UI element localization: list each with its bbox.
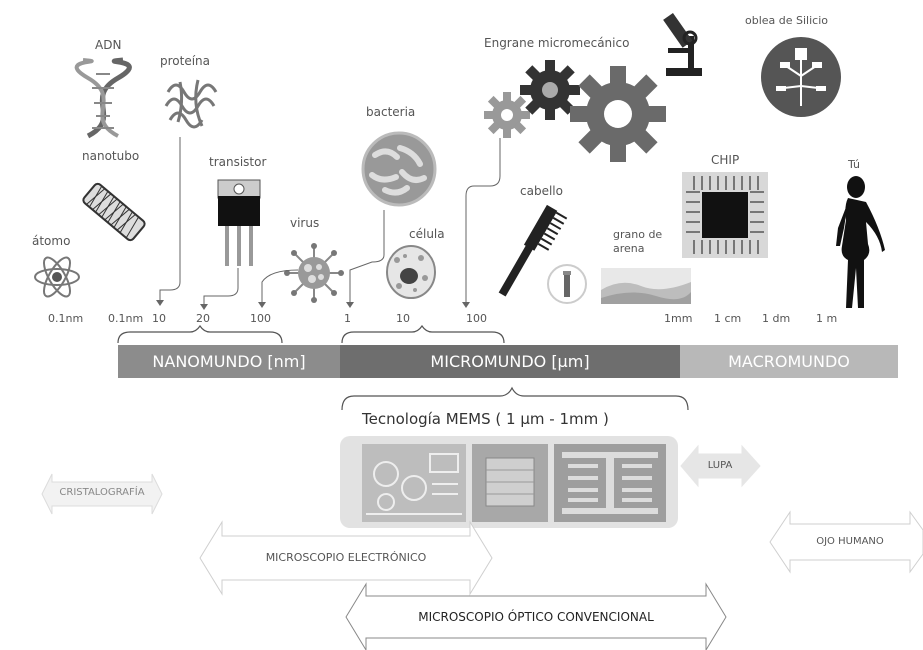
cell-icon <box>386 245 436 299</box>
dna-icon <box>74 57 132 139</box>
label-virus: virus <box>290 216 320 230</box>
mems-image-membrane <box>472 444 548 522</box>
tick-label: 1 cm <box>714 312 742 325</box>
tick-label: 0.1nm <box>108 312 144 325</box>
macromundo-label: MACROMUNDO <box>728 352 850 371</box>
mems-image-comb-drive <box>554 444 666 522</box>
microscopio-optico-label: MICROSCOPIO ÓPTICO CONVENCIONAL <box>418 610 654 624</box>
tick-label: 20 <box>196 312 210 325</box>
virus-icon <box>284 243 344 303</box>
tick-label: 100 <box>250 312 271 325</box>
tick-label: 1 dm <box>762 312 791 325</box>
label-transistor: transistor <box>209 155 267 169</box>
label-atomo: átomo <box>32 234 71 248</box>
tick-label: 0.1nm <box>48 312 84 325</box>
label-cabello: cabello <box>520 184 563 198</box>
comb-icon <box>498 204 568 297</box>
transistor-icon <box>217 179 261 266</box>
tick-label: 100 <box>466 312 487 325</box>
label-bacteria: bacteria <box>366 105 416 119</box>
hair-magnified-icon <box>547 264 587 304</box>
cristalografia-label: CRISTALOGRAFÍA <box>59 487 145 498</box>
nanotube-icon <box>82 182 146 242</box>
nanomundo-label: NANOMUNDO [nm] <box>152 352 306 371</box>
label-chip: CHIP <box>711 153 740 167</box>
nanomundo-bar: NANOMUNDO [nm] <box>118 345 340 378</box>
label-celula: célula <box>409 227 445 241</box>
lupa-label: LUPA <box>707 460 733 471</box>
sand-icon <box>601 268 691 304</box>
label-grano: grano de arena <box>613 228 663 255</box>
silicon-wafer-icon <box>761 37 841 117</box>
label-nanotubo: nanotubo <box>82 149 140 163</box>
microscope-icon <box>663 12 702 76</box>
label-engrane: Engrane micromecánico <box>484 36 630 50</box>
gear-large-icon <box>570 66 666 162</box>
bacteria-icon <box>361 131 437 207</box>
micromundo-label: MICROMUNDO [µm] <box>430 352 590 371</box>
label-tu: Tú <box>848 158 861 171</box>
label-proteina: proteína <box>160 54 211 68</box>
label-oblea: oblea de Silicio <box>745 14 829 27</box>
protein-icon <box>164 79 218 129</box>
gear-small-icon <box>484 92 530 138</box>
label-adn: ADN <box>95 38 122 52</box>
tick-label: 10 <box>396 312 410 325</box>
atom-icon <box>34 256 80 298</box>
chip-icon <box>682 172 768 258</box>
tick-label: 10 <box>152 312 166 325</box>
ojo-humano-label: OJO HUMANO <box>816 536 884 547</box>
microscopio-electronico-label: MICROSCOPIO ELECTRÓNICO <box>265 551 427 564</box>
tick-label: 1mm <box>664 312 693 325</box>
mems-title: Tecnología MEMS ( 1 µm - 1mm ) <box>362 410 609 428</box>
gear-medium-icon <box>520 60 580 120</box>
person-silhouette-icon <box>836 176 885 308</box>
micromundo-bar: MICROMUNDO [µm] <box>340 345 680 378</box>
macromundo-bar: MACROMUNDO <box>680 345 898 378</box>
tick-label: 1 m <box>816 312 838 325</box>
tick-label: 1 <box>344 312 351 325</box>
mems-image-gear-device <box>362 444 466 522</box>
